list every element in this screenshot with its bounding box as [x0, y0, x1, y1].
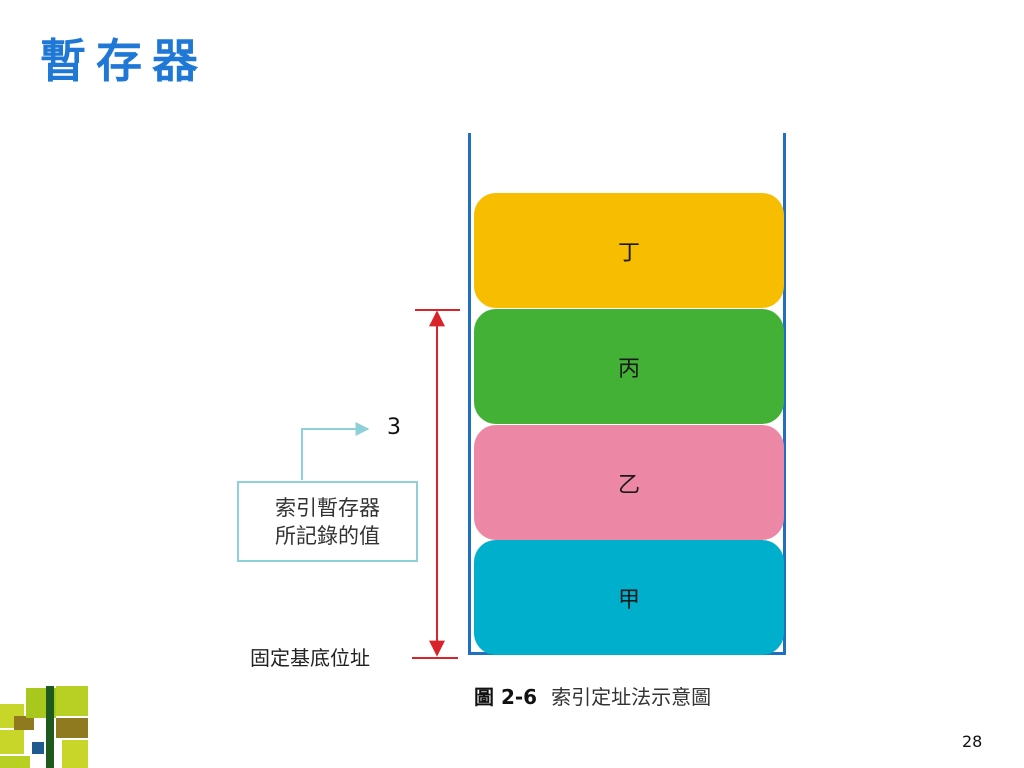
stack-block-jia: 甲 — [474, 540, 784, 655]
note-line-2: 所記錄的值 — [275, 523, 380, 548]
page-number: 28 — [962, 732, 983, 751]
index-register-note: 索引暫存器 所記錄的值 — [237, 481, 418, 562]
stack-block-ding: 丁 — [474, 193, 784, 308]
note-line-1: 索引暫存器 — [275, 495, 380, 520]
index-value-label: 3 — [387, 415, 401, 440]
note-connector-arrow — [301, 422, 370, 480]
figure-caption: 圖 2-6 索引定址法示意圖 — [474, 684, 711, 710]
decorative-corner-squares — [0, 686, 88, 768]
figure-number: 圖 2-6 — [474, 685, 538, 709]
stack-block-bing: 丙 — [474, 309, 784, 424]
stack-block-yi: 乙 — [474, 425, 784, 540]
slide-title: 暫存器 — [40, 34, 208, 88]
stack-container: 丁 丙 乙 甲 — [468, 133, 786, 655]
base-address-label: 固定基底位址 — [250, 646, 370, 670]
figure-caption-text: 索引定址法示意圖 — [551, 685, 712, 709]
